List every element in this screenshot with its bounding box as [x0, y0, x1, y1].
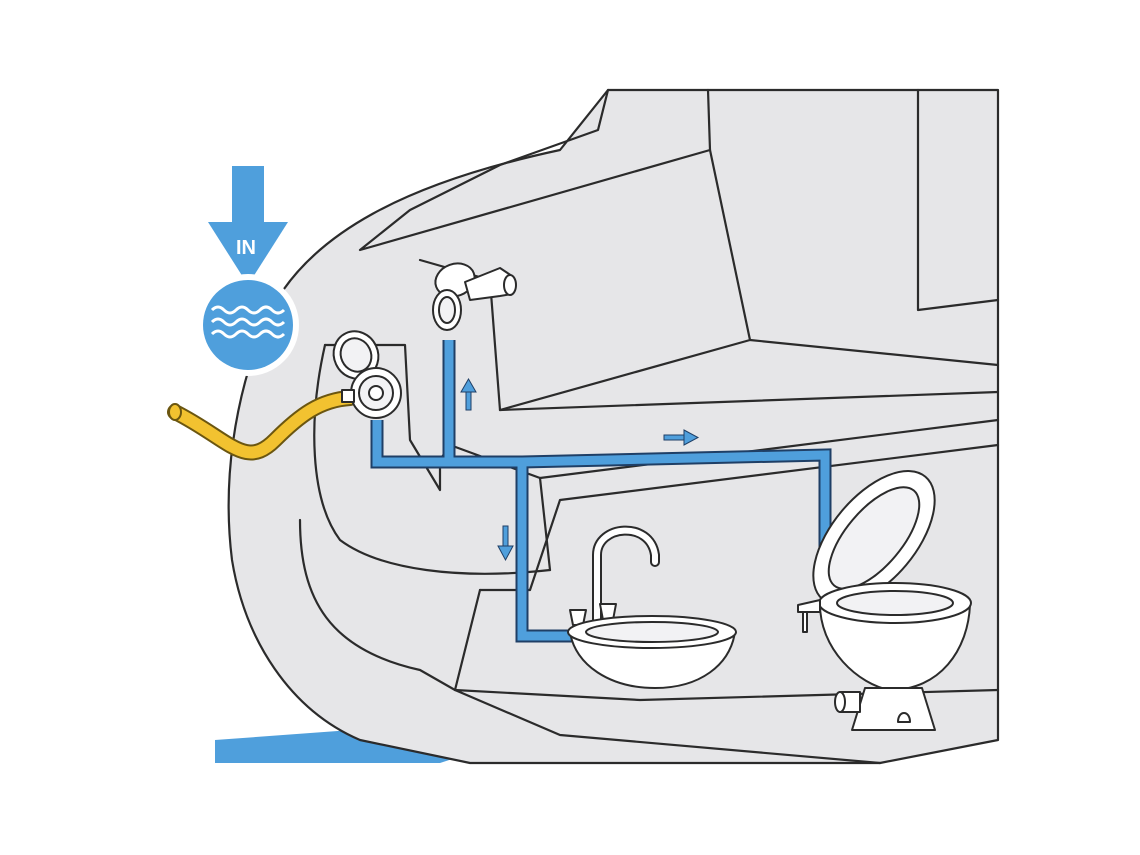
inlet-indicator: IN [197, 166, 299, 376]
hull-inner-curve [298, 518, 457, 692]
deck-pump-fitting [332, 330, 402, 419]
seat-top [748, 338, 1000, 367]
step-edge [478, 443, 1000, 592]
seat-front [498, 390, 1000, 412]
shower-head [432, 262, 517, 331]
cabin-floor-edge [538, 476, 552, 572]
flow-arrow-right-icon [663, 429, 700, 446]
water-waves-icon [203, 280, 293, 370]
down-arrow-head [208, 222, 288, 285]
inlet-label: IN [236, 237, 256, 259]
marine-toilet [797, 470, 972, 731]
flow-arrow-up-icon [460, 377, 477, 411]
water-pipework [370, 340, 832, 643]
sink-faucet [569, 525, 660, 630]
down-arrow-icon [232, 166, 264, 222]
flow-arrow-down-icon [497, 525, 514, 562]
floor-front-edge [453, 588, 882, 765]
bulkhead-right [916, 88, 1000, 312]
seat-lower-edge [538, 418, 1000, 480]
washbasin [567, 615, 737, 689]
inlet-hose [167, 390, 358, 461]
